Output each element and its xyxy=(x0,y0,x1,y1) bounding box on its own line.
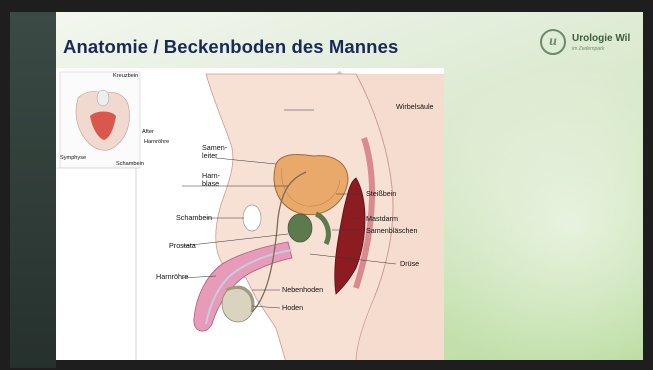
label-wirbelsaeule: Wirbelsäule xyxy=(396,103,434,111)
label-kreuzbein: Kreuzbein xyxy=(113,74,138,80)
label-harnblase: Harn- blase xyxy=(202,172,220,187)
presentation-slide: Anatomie / Beckenboden des Mannes u Urol… xyxy=(56,12,643,368)
label-prostata: Prostata xyxy=(169,242,196,250)
label-hoden: Hoden xyxy=(282,304,303,312)
logo-mark: u xyxy=(540,29,566,55)
logo-subtitle: im Zedernpark xyxy=(572,46,630,52)
label-schambein-inset: Schambein xyxy=(116,162,144,168)
label-mastdarm: Mastdarm xyxy=(366,215,398,223)
label-druese: Drüse xyxy=(400,260,419,268)
label-steissbein: Steißbein xyxy=(366,190,396,198)
label-schambein: Schambein xyxy=(176,214,212,222)
label-symphyse: Symphyse xyxy=(60,156,86,162)
logo-name: Urologie Wil xyxy=(572,33,630,44)
slide-panel-strip xyxy=(10,12,56,368)
label-nebenhoden: Nebenhoden xyxy=(282,286,323,294)
label-samenblaeschen: Samenbläschen xyxy=(366,227,418,235)
label-harnroehre: Harnröhre xyxy=(156,273,188,281)
logo-text: Urologie Wil im Zedernpark xyxy=(572,33,630,52)
anatomy-figure: Kreuzbein After Harnröhre Symphyse Scham… xyxy=(56,68,444,362)
label-after: After xyxy=(142,130,154,136)
slide-title: Anatomie / Beckenboden des Mannes xyxy=(63,36,398,58)
logo: u Urologie Wil im Zedernpark xyxy=(540,29,630,55)
bottom-edge xyxy=(56,360,643,370)
label-samenleiter: Samen- leiter xyxy=(202,144,227,159)
label-harnroehre-inset: Harnröhre xyxy=(144,140,169,146)
